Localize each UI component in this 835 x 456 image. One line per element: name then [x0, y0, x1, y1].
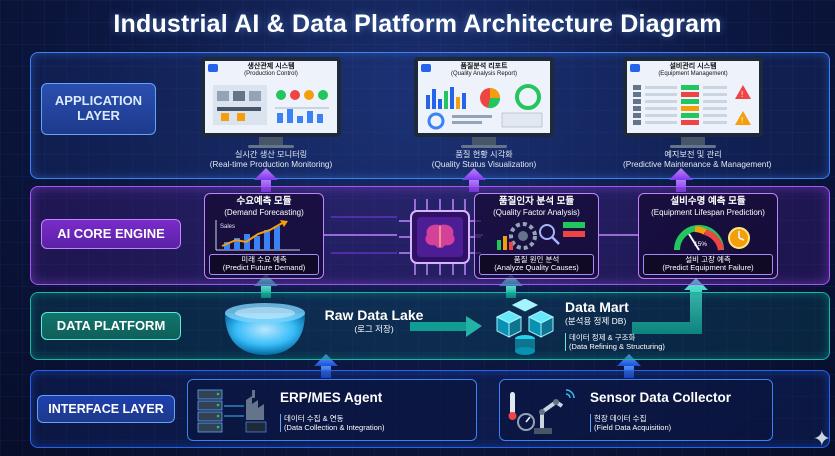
- gauge-value: 15%: [694, 241, 707, 248]
- interface-layer: INTERFACE LAYER ERP/MES Agent 데이터 수집 & 연…: [30, 370, 830, 448]
- module-subtitle: (Demand Forecasting): [224, 207, 304, 217]
- sensor-note-ko: 현장 데이터 수집: [594, 414, 647, 423]
- monitor-screen: 설비관리 시스템(Equipment Management) ! !: [623, 57, 763, 137]
- erp-note-en: (Data Collection & Integration): [284, 423, 385, 432]
- diagram-title: Industrial AI & Data Platform Architectu…: [113, 10, 722, 38]
- monitor-screen: 품질분석 리포트(Quality Analysis Report): [414, 57, 554, 137]
- sensor-data-collector: Sensor Data Collector 현장 데이터 수집 (Field D…: [499, 379, 773, 441]
- monitor-subtitle: (Equipment Management): [658, 70, 728, 77]
- module-title: 수요예측 모듈: [236, 196, 292, 207]
- ai-core-engine-layer: AI CORE ENGINE 수요예측 모듈(Demand Forecastin…: [30, 186, 830, 285]
- factory-floor-illustration: [213, 85, 329, 125]
- production-control-monitor: 생산관제 시스템(Production Control) 실시간 생산 모니터링…: [201, 57, 341, 171]
- gauge-timer-icon: 15%: [674, 225, 750, 251]
- raw-data-lake: Raw Data Lake (로그 저장): [319, 307, 429, 335]
- sensor-title: Sensor Data Collector: [590, 390, 732, 405]
- data-platform-label: DATA PLATFORM: [41, 312, 181, 340]
- monitor-caption: 품질 현황 시각화: [455, 150, 513, 159]
- app-icon: [630, 64, 640, 72]
- sparkle-icon: ✦: [812, 426, 831, 451]
- ai-brain-chip-icon: [399, 199, 481, 275]
- footer-ko: 설비 고장 예측: [685, 254, 731, 264]
- mart-note-en: (Data Refining & Structuring): [569, 342, 665, 351]
- monitor-title: 생산관제 시스템: [247, 63, 295, 70]
- mart-note: 데이터 정제 & 구조화 (Data Refining & Structurin…: [565, 333, 665, 351]
- label-line-1: APPLICATION: [54, 93, 143, 109]
- monitor-title: 품질분석 리포트: [460, 63, 508, 70]
- sensor-robot-icon: [508, 389, 575, 434]
- lake-title: Raw Data Lake: [324, 307, 424, 323]
- monitor-caption-en: (Predictive Maintenance & Management): [623, 160, 772, 170]
- module-footer: 미래 수요 예측(Predict Future Demand): [209, 253, 319, 275]
- monitor-caption: 실시간 생산 모니터링: [234, 150, 308, 159]
- module-subtitle: (Quality Factor Analysis): [493, 207, 580, 217]
- interface-layer-label: INTERFACE LAYER: [37, 395, 175, 423]
- ai-core-engine-label: AI CORE ENGINE: [41, 219, 181, 249]
- svg-text:!: !: [741, 90, 743, 99]
- equipment-table-illustration: ! !: [633, 85, 751, 125]
- mart-subtitle: (분석용 정제 DB): [565, 316, 627, 326]
- module-footer: 설비 고장 예측(Predict Equipment Failure): [643, 253, 773, 275]
- monitor-subtitle: (Production Control): [244, 70, 298, 77]
- module-footer: 품질 원인 분석(Analyze Quality Causes): [479, 253, 594, 275]
- sensor-note-en: (Field Data Acquisition): [594, 423, 672, 432]
- equipment-lifespan-prediction-module: 설비수명 예측 모듈(Equipment Lifespan Prediction…: [638, 193, 778, 279]
- arrow-data-to-ai: [254, 274, 708, 334]
- footer-ko: 품질 원인 분석: [513, 254, 560, 264]
- data-platform-layer: DATA PLATFORM Raw Data Lake (로그 저장) Data…: [30, 292, 830, 360]
- sales-trend-chart: Sales: [215, 220, 300, 251]
- erp-mes-agent: ERP/MES Agent 데이터 수집 & 연동 (Data Collecti…: [187, 379, 477, 441]
- data-mart-cubes-icon: [495, 299, 555, 355]
- app-icon: [421, 64, 431, 72]
- monitor-caption-en: (Quality Status Visualization): [431, 160, 537, 170]
- erp-title: ERP/MES Agent: [280, 390, 383, 405]
- quality-charts-illustration: [426, 84, 543, 130]
- svg-text:!: !: [741, 116, 743, 125]
- quality-factor-analysis-module: 품질인자 분석 모듈(Quality Factor Analysis) 품질 원…: [474, 193, 599, 279]
- gear-analysis-icon: [497, 222, 585, 250]
- footer-en: (Analyze Quality Causes): [494, 263, 579, 273]
- data-mart: Data Mart (분석용 정제 DB) 데이터 정제 & 구조화 (Data…: [565, 299, 665, 351]
- module-subtitle: (Equipment Lifespan Prediction): [651, 207, 765, 217]
- module-title: 설비수명 예측 모듈: [670, 196, 746, 207]
- label-line-2: LAYER: [77, 108, 120, 123]
- monitor-caption-en: (Real-time Production Monitoring): [209, 160, 333, 170]
- arrow-lake-to-mart: [410, 316, 482, 337]
- lake-subtitle: (로그 저장): [354, 324, 394, 334]
- mart-title: Data Mart: [565, 299, 629, 315]
- app-icon: [208, 64, 218, 72]
- footer-en: (Predict Future Demand): [222, 263, 306, 273]
- arrow-ai-to-app: [254, 168, 693, 192]
- footer-en: (Predict Equipment Failure): [662, 263, 754, 273]
- chart-label: Sales: [220, 224, 235, 230]
- module-title: 품질인자 분석 모듈: [498, 196, 575, 207]
- monitor-subtitle: (Quality Analysis Report): [450, 70, 518, 77]
- erp-note: 데이터 수집 & 연동 (Data Collection & Integrati…: [280, 414, 384, 432]
- demand-forecasting-module: 수요예측 모듈(Demand Forecasting) Sales 미래 수요 …: [204, 193, 324, 279]
- footer-ko: 미래 수요 예측: [241, 254, 287, 264]
- server-rack-icon: [197, 389, 267, 433]
- monitor-screen: 생산관제 시스템(Production Control): [201, 57, 341, 137]
- equipment-management-monitor: 설비관리 시스템(Equipment Management) ! ! 예지보전 …: [623, 57, 772, 171]
- monitor-title: 설비관리 시스템: [669, 63, 717, 70]
- quality-report-monitor: 품질분석 리포트(Quality Analysis Report) 품질 현황 …: [414, 57, 554, 171]
- mart-note-ko: 데이터 정제 & 구조화: [569, 333, 636, 342]
- monitor-caption: 예지보전 및 관리: [664, 150, 722, 159]
- sensor-note: 현장 데이터 수집 (Field Data Acquisition): [590, 414, 671, 432]
- erp-note-ko: 데이터 수집 & 연동: [284, 414, 344, 423]
- data-lake-icon: [225, 303, 305, 355]
